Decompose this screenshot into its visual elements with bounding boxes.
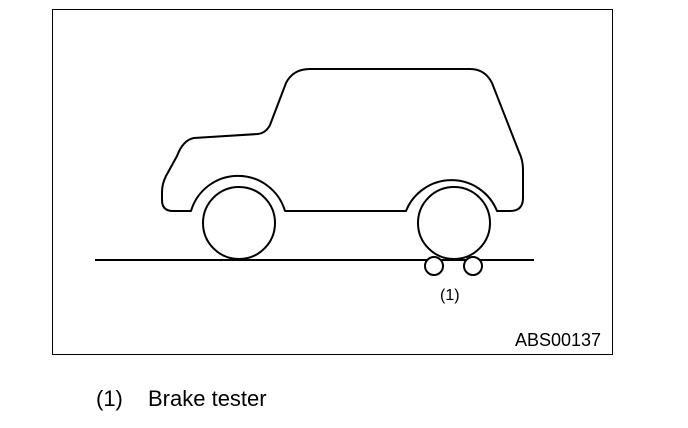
front-wheel bbox=[417, 186, 491, 260]
legend-item-number: (1) bbox=[96, 386, 123, 411]
car-body-outline bbox=[161, 68, 524, 212]
figure-frame bbox=[52, 9, 613, 355]
legend-item-label: Brake tester bbox=[148, 386, 267, 411]
figure-id: ABS00137 bbox=[515, 330, 602, 350]
rear-wheel bbox=[202, 186, 276, 260]
brake-tester-roller-left bbox=[424, 256, 444, 276]
callout-label-1: (1) bbox=[440, 287, 460, 304]
legend: (1) Brake tester bbox=[96, 386, 267, 412]
brake-tester-roller-right bbox=[463, 256, 483, 276]
